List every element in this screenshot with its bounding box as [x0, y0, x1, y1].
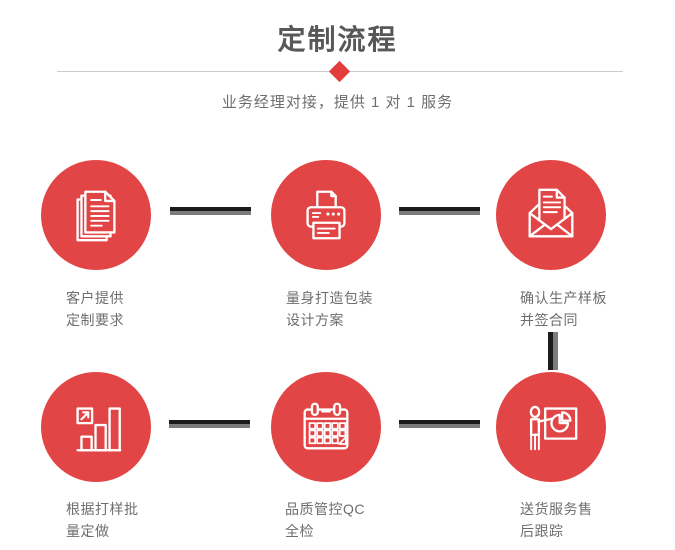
- step-label-line: 量身打造包装: [286, 290, 373, 306]
- step-circle-delivery-tracking: [496, 372, 606, 482]
- step-label-quality-control: 品质管控QC 全检: [285, 498, 365, 542]
- step-label-delivery-tracking: 送货服务售 后跟踪: [520, 498, 593, 542]
- step-label-line: 后跟踪: [520, 523, 564, 539]
- documents-icon: [76, 190, 116, 242]
- step-circle-batch-production: [41, 372, 151, 482]
- step-circle-quality-control: [271, 372, 381, 482]
- subtitle: 业务经理对接，提供 1 对 1 服务: [221, 94, 454, 111]
- step-label-customer-requirements: 客户提供 定制要求: [66, 287, 124, 331]
- step-label-packaging-design: 量身打造包装 设计方案: [286, 287, 373, 331]
- step-label-line: 定制要求: [66, 312, 124, 328]
- calendar-icon: [303, 402, 349, 450]
- connector-step2-step3: [399, 207, 480, 215]
- step-label-batch-production: 根据打样批 量定做: [66, 498, 139, 542]
- page-title: 定制流程: [277, 24, 398, 55]
- step-label-line: 送货服务售: [520, 501, 593, 517]
- step-circle-packaging-design: [271, 160, 381, 270]
- step-label-line: 根据打样批: [66, 501, 139, 517]
- printer-icon: [306, 190, 346, 240]
- step-label-line: 量定做: [66, 523, 110, 539]
- step-label-line: 设计方案: [286, 312, 344, 328]
- presenter-icon: [529, 405, 578, 451]
- connector-step5-step6: [399, 420, 480, 428]
- step-circle-confirm-sample: [496, 160, 606, 270]
- diamond-marker: [328, 60, 351, 83]
- step-circle-customer-requirements: [41, 160, 151, 270]
- step-label-line: 客户提供: [66, 290, 124, 306]
- step-label-line: 确认生产样板: [520, 290, 607, 306]
- step-label-line: 全检: [285, 523, 314, 539]
- step-label-confirm-sample: 确认生产样板 并签合同: [520, 287, 607, 331]
- connector-step3-step6: [548, 332, 558, 370]
- step-label-line: 并签合同: [520, 312, 578, 328]
- connector-step1-step2: [170, 207, 251, 215]
- bar-chart-icon: [76, 407, 122, 452]
- step-label-line: 品质管控QC: [285, 501, 365, 517]
- connector-step4-step5: [169, 420, 250, 428]
- envelope-icon: [528, 188, 574, 238]
